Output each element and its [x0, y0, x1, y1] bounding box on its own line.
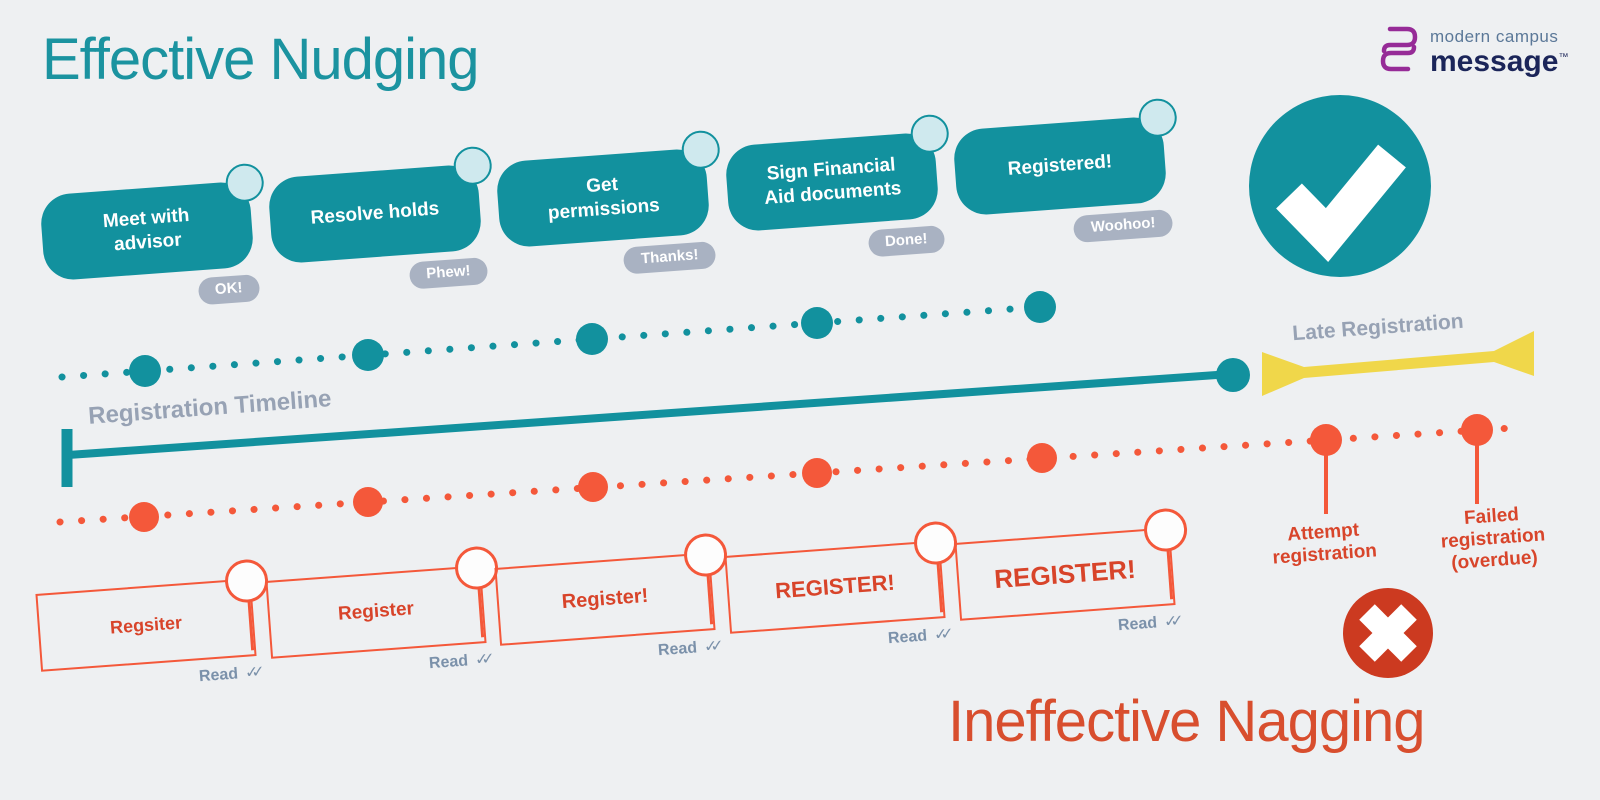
nag-bubble-2: Register Read✓✓ — [265, 545, 500, 672]
nudge-bubble-registered: Registered! Woohoo! — [952, 97, 1179, 244]
nag-label: REGISTER! — [774, 569, 896, 604]
nudge-label: Registered! — [1007, 151, 1113, 180]
nag-label: REGISTER! — [993, 553, 1137, 594]
nag-label: Register — [337, 598, 415, 625]
nudge-bubble-resolve-holds: Resolve holds Phew! — [267, 145, 494, 290]
nag-label: Register! — [560, 584, 649, 613]
student-reply-pill: OK! — [197, 273, 261, 306]
nag-bubble-1: Regsiter Read✓✓ — [35, 558, 270, 685]
brand-logo: modern campus message™ — [1376, 24, 1568, 77]
read-receipt-icon: ✓✓ — [474, 650, 489, 669]
nudge-label: Get permissions — [547, 174, 661, 225]
attempt-registration-label: Attempt registration — [1271, 519, 1378, 569]
nudge-bubble-financial-aid: Sign Financial Aid documents Done! — [724, 113, 951, 258]
success-check-icon — [1249, 95, 1431, 277]
brand-logo-text: modern campus message™ — [1430, 24, 1568, 77]
nudge-label: Meet with advisor — [102, 205, 191, 256]
read-receipt-icon: ✓✓ — [1163, 612, 1178, 631]
brand-name-top: modern campus — [1430, 27, 1559, 46]
read-receipt-icon: ✓✓ — [703, 637, 718, 656]
nag-bubble-4: REGISTER! Read✓✓ — [724, 520, 959, 647]
read-receipt: Read✓✓ — [198, 663, 259, 686]
nag-event-dots — [129, 443, 1057, 532]
student-reply-pill: Done! — [867, 224, 946, 258]
timeline-line — [67, 370, 1232, 459]
trademark-symbol: ™ — [1558, 52, 1569, 63]
failed-registration-label: Failed registration (overdue) — [1440, 504, 1546, 574]
nag-dotted-line — [56, 424, 1516, 526]
nag-label: Regsiter — [109, 611, 183, 638]
nag-bubble-5: REGISTER! Read✓✓ — [954, 507, 1189, 634]
attempt-pin-dot — [1310, 424, 1342, 456]
nudge-bubble-get-permissions: Get permissions Thanks! — [495, 129, 722, 275]
timeline-end-dot — [1216, 358, 1250, 392]
modern-campus-logo-icon — [1380, 26, 1418, 72]
page-title: Effective Nudging — [42, 27, 480, 92]
nudge-label: Resolve holds — [309, 198, 440, 229]
read-receipt: Read✓✓ — [428, 650, 489, 673]
failed-pin-dot — [1461, 414, 1493, 446]
read-receipt: Read✓✓ — [887, 625, 948, 648]
read-receipt: Read✓✓ — [657, 637, 718, 660]
failure-x-icon — [1343, 588, 1433, 678]
brand-name-bottom: message™ — [1430, 45, 1569, 78]
nudge-dotted-line — [58, 303, 1044, 381]
ineffective-nagging-title: Ineffective Nagging — [948, 689, 1425, 754]
nag-bubble-3: Register! Read✓✓ — [494, 532, 729, 659]
read-receipt-icon: ✓✓ — [933, 625, 948, 644]
nudge-bubble-meet-advisor: Meet with advisor OK! — [39, 162, 266, 306]
nudge-label: Sign Financial Aid documents — [763, 154, 903, 209]
read-receipt-icon: ✓✓ — [244, 663, 259, 682]
nudge-event-dots — [129, 291, 1056, 387]
read-receipt: Read✓✓ — [1117, 612, 1178, 635]
late-registration-span — [1262, 331, 1534, 396]
